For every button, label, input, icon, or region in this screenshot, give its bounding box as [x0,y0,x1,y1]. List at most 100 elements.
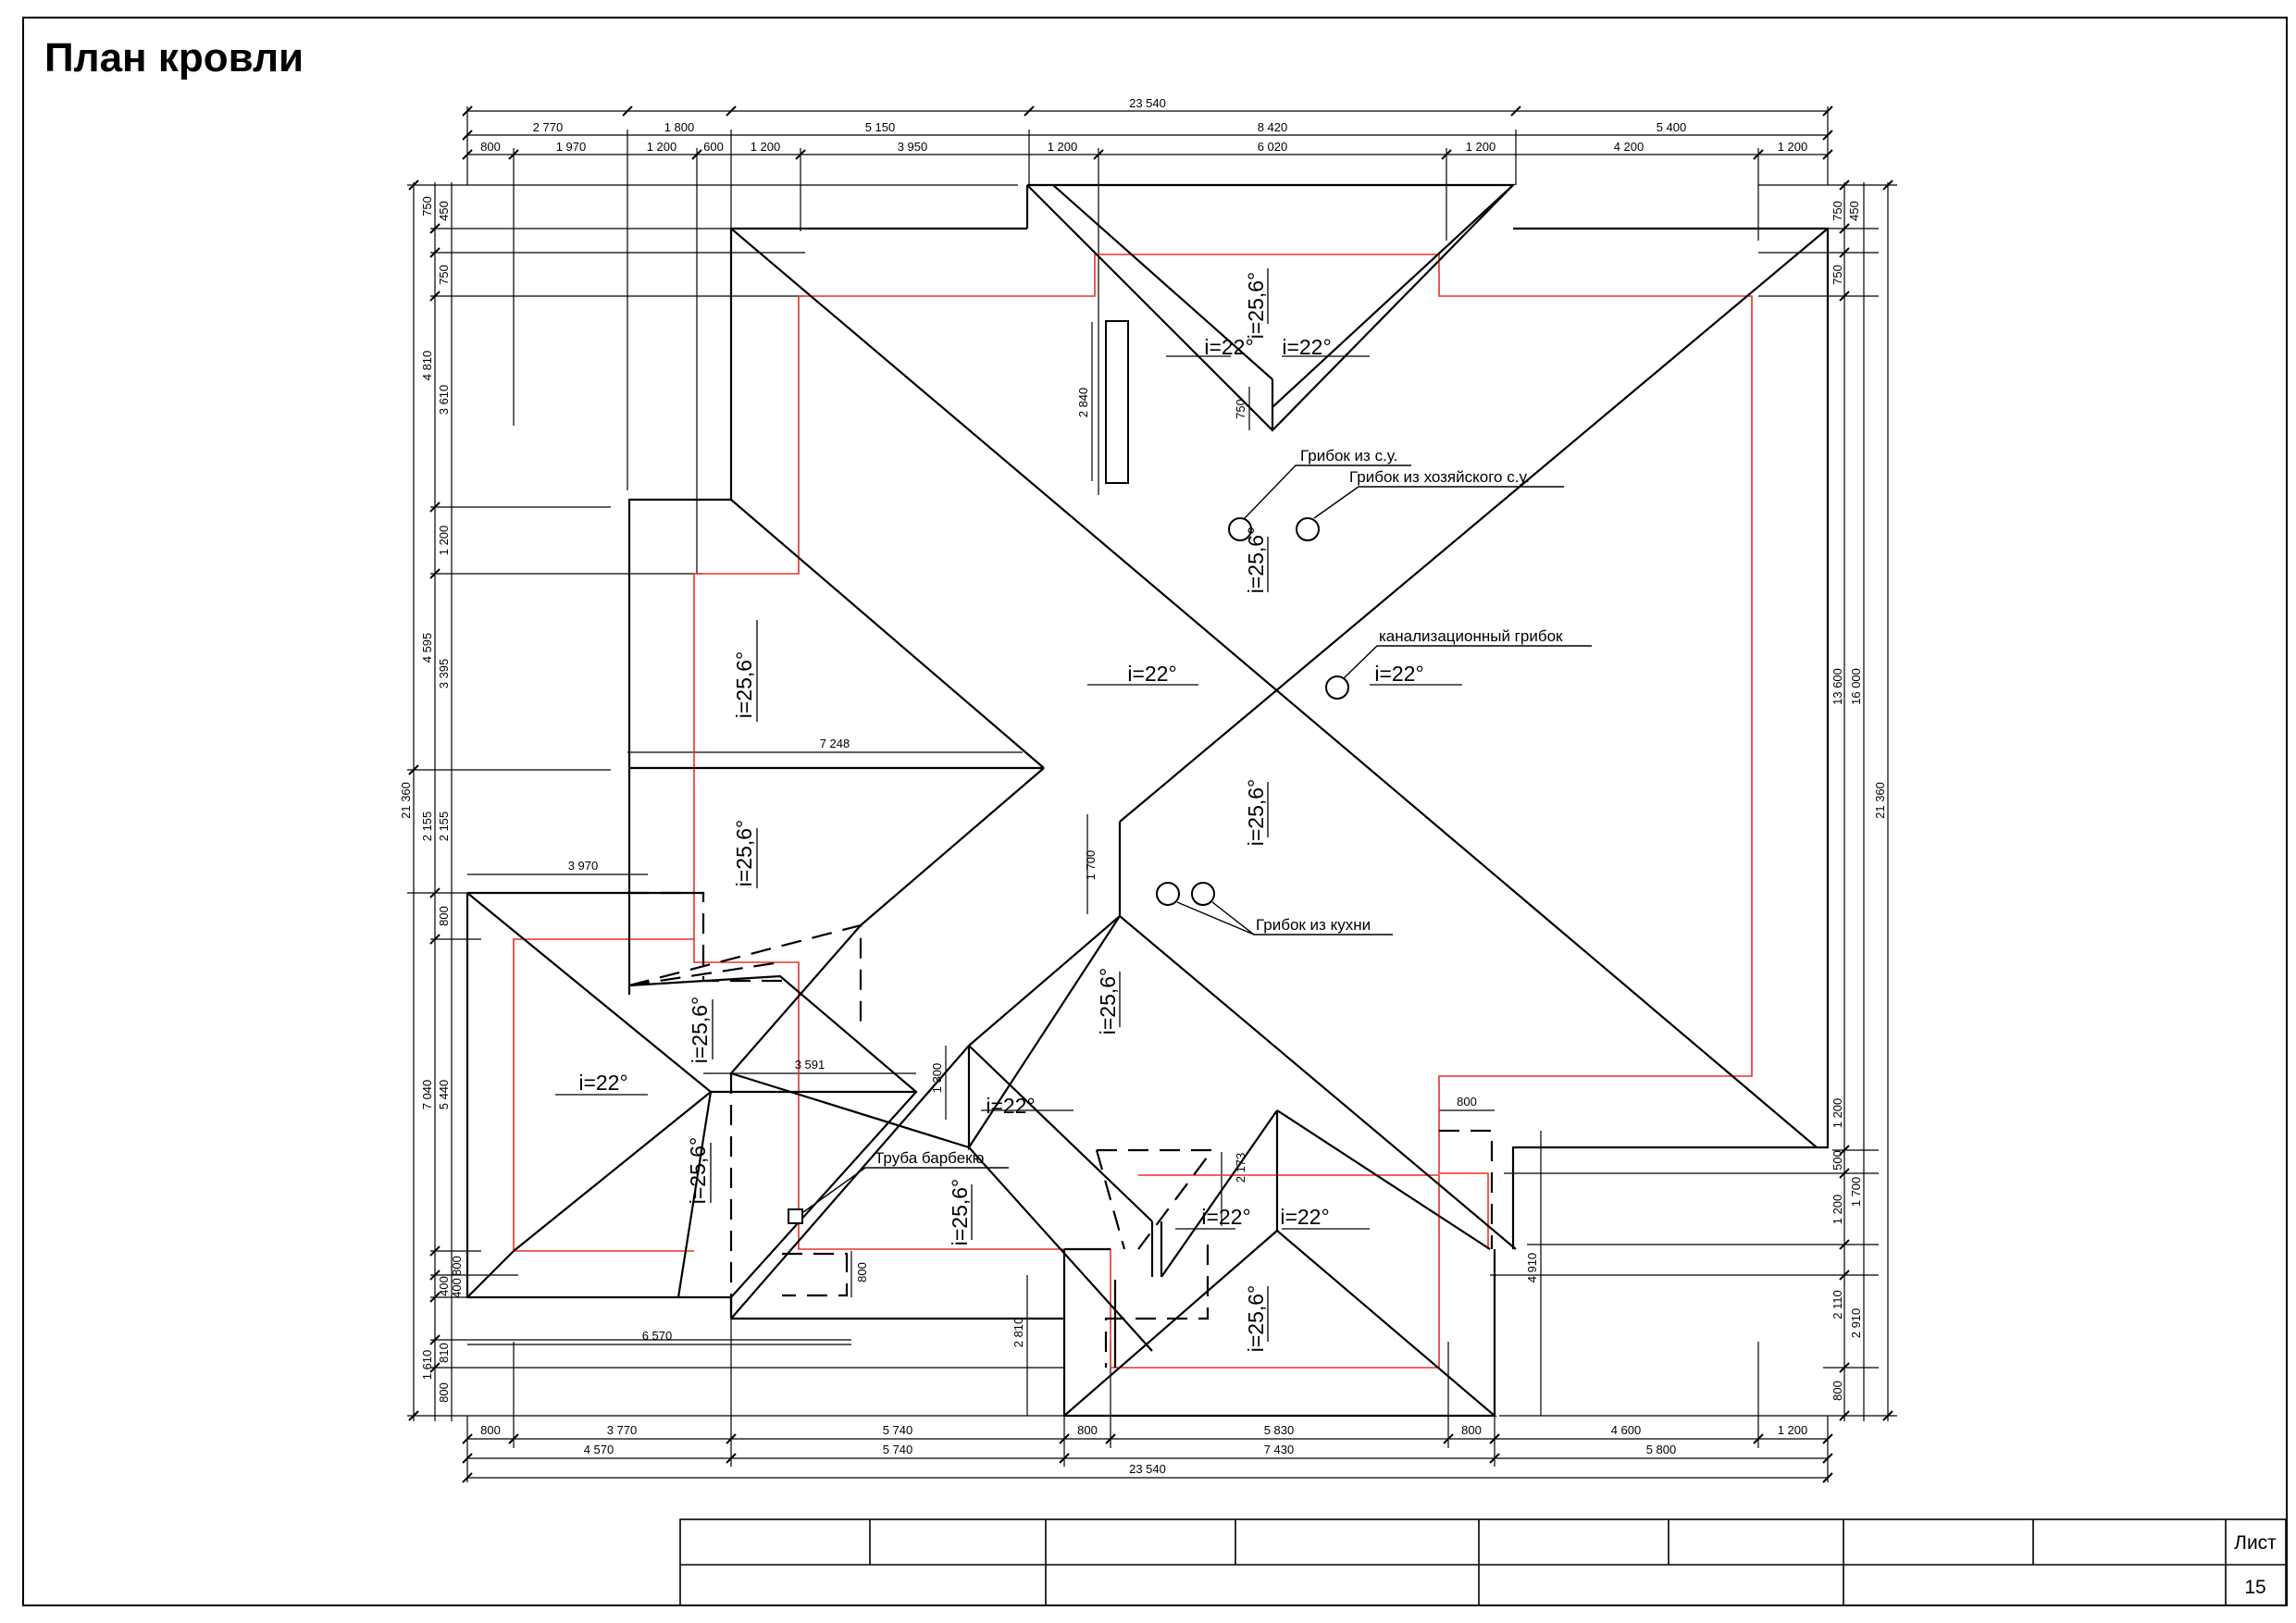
dim-left-inner-12: 800 [437,1382,451,1403]
chimney-outline [1105,320,1129,484]
dim-top2-3: 8 420 [1258,120,1288,134]
slope-2: i=22° [1282,335,1331,359]
vent-symbols [788,517,1349,1224]
slope-11: i=25,6° [1096,968,1120,1035]
dim-top3-6: 1 200 [1048,140,1078,154]
dim-left-outer-3: 2 155 [420,812,434,842]
dim-top3-9: 4 200 [1614,140,1644,154]
title-block [679,1518,2287,1606]
dim-int-5: 1 700 [1084,850,1098,881]
dim-right-mid-2: 1 700 [1849,1177,1863,1208]
dim-int-3: 2 840 [1076,388,1090,418]
dim-bottom-total: 23 540 [1129,1462,1166,1476]
dim-bot1-2: 5 740 [883,1423,913,1437]
dim-int-7: 2 173 [1234,1153,1247,1183]
dim-int-1: 3 970 [568,859,599,873]
note-vent-master-su: Грибок из хозяйского с.у. [1349,468,1530,486]
dim-top2-2: 5 150 [865,120,896,134]
dim-top-total: 23 540 [1129,96,1166,110]
note-leaders [802,465,1592,1213]
sheet-number: 15 [2244,1577,2265,1598]
dim-left-inner-7: 5 440 [437,1080,451,1110]
dim-int-8: 800 [855,1262,869,1282]
dim-right-inner-3: 500 [1831,1150,1844,1171]
note-kitchen-vent: Грибок из кухни [1256,916,1371,934]
dim-right-inner-2: 1 200 [1831,1098,1844,1129]
dim-right-inner-6: 800 [1831,1381,1844,1401]
dim-bot1-7: 1 200 [1778,1423,1808,1437]
dims-bottom-row1: 800 3 770 5 740 800 5 830 800 4 600 1 20… [480,1423,1807,1437]
dim-right-inner-5: 2 110 [1831,1290,1844,1319]
slope-7: i=25,6° [1244,779,1268,847]
dim-top3-2: 1 200 [647,140,677,154]
dim-right-mid-1: 13 600 [1831,668,1844,705]
dim-bot1-3: 800 [1077,1423,1098,1437]
note-bbq-pipe: Труба барбекю [875,1149,985,1167]
slope-8: i=25,6° [732,820,756,887]
dim-bot1-6: 4 600 [1611,1423,1642,1437]
dim-top3-5: 3 950 [898,140,928,154]
dim-bot1-4: 5 830 [1264,1423,1295,1437]
dim-left-inner-11: 810 [437,1343,451,1363]
dim-left-inner-4: 3 395 [437,659,451,689]
dim-left-outer-1: 4 810 [420,351,434,381]
dim-int-0: 7 248 [820,737,850,750]
dim-right-inner-4: 1 200 [1831,1195,1844,1225]
dims-right: 450 750 750 13 600 16 000 21 360 1 200 5… [1831,201,1887,1401]
dim-bot1-5: 800 [1461,1423,1482,1437]
dim-top3-8: 1 200 [1466,140,1496,154]
dim-left-inner-3: 1 200 [437,526,451,556]
dim-bot2-2: 7 430 [1264,1443,1295,1456]
slope-6: i=22° [1374,662,1423,686]
dim-bot2-1: 5 740 [883,1443,913,1456]
slope-10: i=22° [578,1071,627,1095]
dim-left-outer-2: 4 595 [420,633,434,663]
dim-right-mid-3: 2 910 [1849,1308,1863,1339]
kitchen-vent-circle-2 [1191,882,1215,906]
dim-top3-7: 6 020 [1258,140,1288,154]
slope-4: i=25,6° [732,651,756,719]
note-vent-su: Грибок из с.у. [1300,447,1397,465]
dim-top3-3: 600 [703,140,724,154]
dim-top3-4: 1 200 [751,140,781,154]
roof-lines [465,183,1830,1418]
sheet-label: Лист [2234,1532,2277,1554]
dim-bot1-1: 3 770 [607,1423,638,1437]
dim-left-inner-0: 450 [437,201,451,221]
sewer-vent-circle [1325,675,1349,700]
dim-int-4: 750 [1234,399,1247,419]
slope-5: i=22° [1127,662,1176,686]
dim-left-inner-1: 750 [437,265,451,285]
dims-top-row2: 2 770 1 800 5 150 8 420 5 400 [533,120,1687,134]
dims-top-row3: 800 1 970 1 200 600 1 200 3 950 1 200 6 … [480,140,1807,154]
dims-left-outer: 750 4 810 4 595 2 155 7 040 1 610 21 360 [399,196,434,1380]
dim-bot2-0: 4 570 [584,1443,614,1456]
slope-17: i=25,6° [1244,1285,1268,1353]
slope-9: i=25,6° [688,997,712,1064]
dim-left-inner-2: 3 610 [437,385,451,415]
dims-bottom-row2: 4 570 5 740 7 430 5 800 [584,1443,1677,1456]
vent-su-circle [1228,517,1252,541]
slope-16: i=22° [1280,1205,1329,1229]
dim-int-11: 2 810 [1011,1318,1025,1348]
dimension-ticks [408,105,1893,1483]
dim-right-outer-1: 21 360 [1873,782,1887,819]
slope-arrows [555,268,1462,1342]
dim-left-outer-4: 7 040 [420,1080,434,1110]
dim-right-mid-0: 750 [1831,201,1844,221]
dim-int-10: 6 570 [642,1329,673,1343]
dimension-lines [407,106,1897,1482]
dim-left-inner-5: 2 155 [437,812,451,842]
dim-top2-4: 5 400 [1657,120,1687,134]
dim-top3-10: 1 200 [1778,140,1808,154]
page-title: План кровли [44,35,304,81]
slope-12: i=22° [986,1094,1035,1118]
dim-int-2: 3 591 [795,1058,825,1072]
dim-left-inner-8: 400 [437,1276,451,1296]
dim-bot1-0: 800 [480,1423,501,1437]
dim-right-outer-0: 16 000 [1849,668,1863,705]
dim-top3-0: 800 [480,140,501,154]
slope-1: i=22° [1204,335,1253,359]
dim-left-inner-6: 800 [437,906,451,926]
